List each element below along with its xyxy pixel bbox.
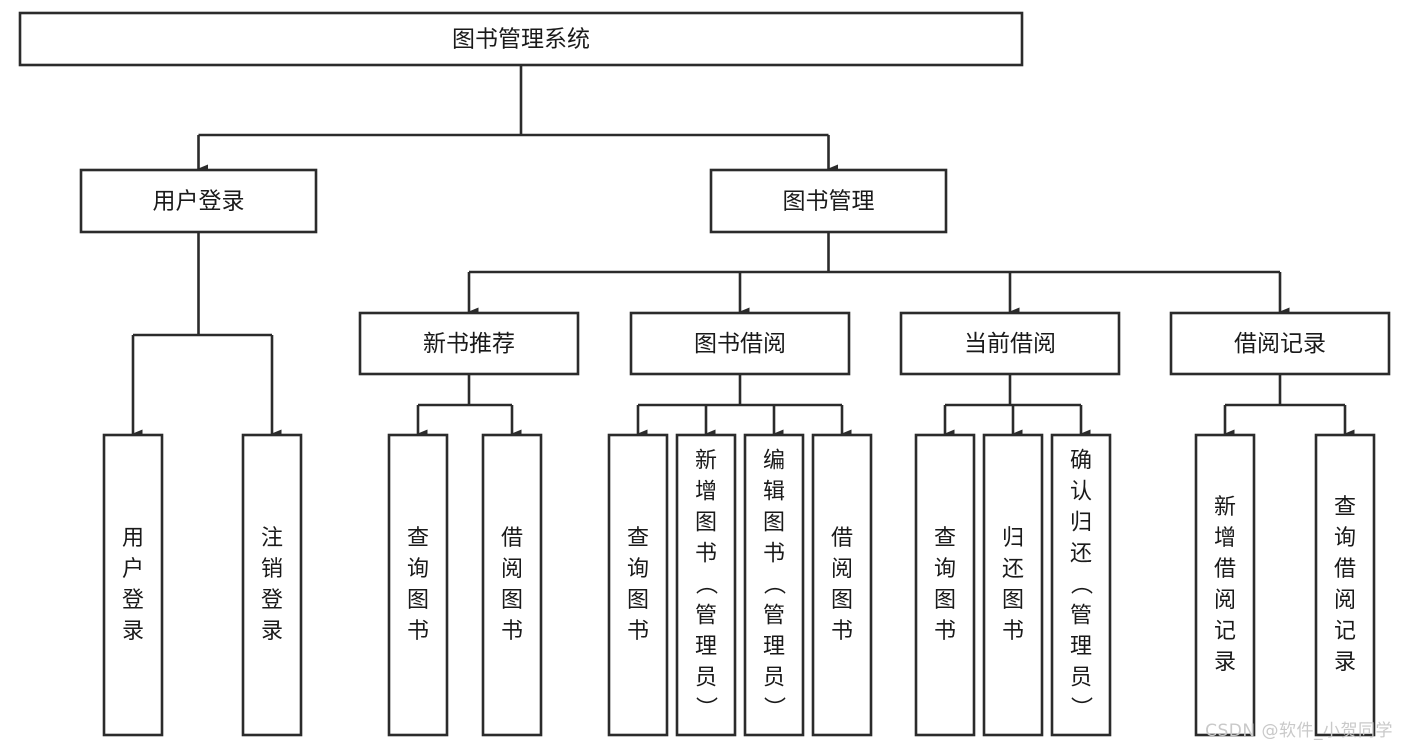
- node-box: [358, 311, 580, 376]
- node-box: [18, 11, 1024, 67]
- node-label: 查询图书: [934, 526, 956, 644]
- node-query-book-1[interactable]: 查询图书: [387, 433, 449, 737]
- node-label: 用户登录: [122, 526, 144, 644]
- node-label: 图书管理系统: [452, 27, 590, 53]
- node-root[interactable]: 图书管理系统: [18, 11, 1024, 67]
- node-box: [982, 433, 1044, 737]
- node-box: [1194, 433, 1256, 737]
- node-user-login-action[interactable]: 用户登录: [102, 433, 164, 737]
- node-box: [914, 433, 976, 737]
- node-book-borrow[interactable]: 图书借阅: [629, 311, 851, 376]
- node-book-manage[interactable]: 图书管理: [709, 168, 948, 234]
- node-add-book-admin[interactable]: 新增图书（管理员）: [675, 433, 737, 737]
- node-box: [675, 433, 737, 737]
- node-box: [709, 168, 948, 234]
- node-label: 查询图书: [407, 526, 429, 644]
- node-query-borrow-record[interactable]: 查询借阅记录: [1314, 433, 1376, 737]
- node-label: 借阅记录: [1234, 331, 1326, 357]
- node-box: [1169, 311, 1391, 376]
- node-user-login[interactable]: 用户登录: [79, 168, 318, 234]
- node-box: [79, 168, 318, 234]
- node-box: [743, 433, 805, 737]
- node-box: [387, 433, 449, 737]
- node-box: [1314, 433, 1376, 737]
- node-label: 新增图书（管理员）: [695, 449, 718, 722]
- node-label: 新增借阅记录: [1214, 495, 1236, 675]
- node-box: [1050, 433, 1112, 737]
- node-label: 归还图书: [1002, 526, 1024, 644]
- node-confirm-return-admin[interactable]: 确认归还（管理员）: [1050, 433, 1112, 737]
- node-borrow-book-1[interactable]: 借阅图书: [481, 433, 543, 737]
- node-box: [811, 433, 873, 737]
- node-box: [607, 433, 669, 737]
- node-label: 查询借阅记录: [1334, 495, 1356, 675]
- node-label: 查询图书: [627, 526, 649, 644]
- node-label: 编辑图书（管理员）: [763, 449, 786, 722]
- node-borrow-book-2[interactable]: 借阅图书: [811, 433, 873, 737]
- node-box: [241, 433, 303, 737]
- node-box: [481, 433, 543, 737]
- watermark-text: CSDN @软件_小贺同学: [1205, 721, 1393, 741]
- node-box: [629, 311, 851, 376]
- node-edit-book-admin[interactable]: 编辑图书（管理员）: [743, 433, 805, 737]
- node-add-borrow-record[interactable]: 新增借阅记录: [1194, 433, 1256, 737]
- node-current-borrow[interactable]: 当前借阅: [899, 311, 1121, 376]
- node-label: 图书借阅: [694, 331, 786, 357]
- node-label: 图书管理: [783, 189, 875, 215]
- node-box: [899, 311, 1121, 376]
- node-label: 新书推荐: [423, 331, 515, 357]
- node-label: 注销登录: [261, 526, 283, 644]
- node-query-book-3[interactable]: 查询图书: [914, 433, 976, 737]
- node-user-logout-action[interactable]: 注销登录: [241, 433, 303, 737]
- node-box: [102, 433, 164, 737]
- node-return-book[interactable]: 归还图书: [982, 433, 1044, 737]
- connector-layer: [131, 65, 1355, 439]
- node-new-book-recommend[interactable]: 新书推荐: [358, 311, 580, 376]
- node-label: 确认归还（管理员）: [1070, 449, 1093, 722]
- node-label: 借阅图书: [831, 526, 853, 644]
- node-query-book-2[interactable]: 查询图书: [607, 433, 669, 737]
- node-borrow-record[interactable]: 借阅记录: [1169, 311, 1391, 376]
- node-label: 借阅图书: [501, 526, 523, 644]
- node-label: 当前借阅: [964, 331, 1056, 357]
- node-label: 用户登录: [153, 189, 245, 215]
- node-layer: 图书管理系统用户登录图书管理用户登录注销登录新书推荐查询图书借阅图书图书借阅查询…: [18, 11, 1391, 737]
